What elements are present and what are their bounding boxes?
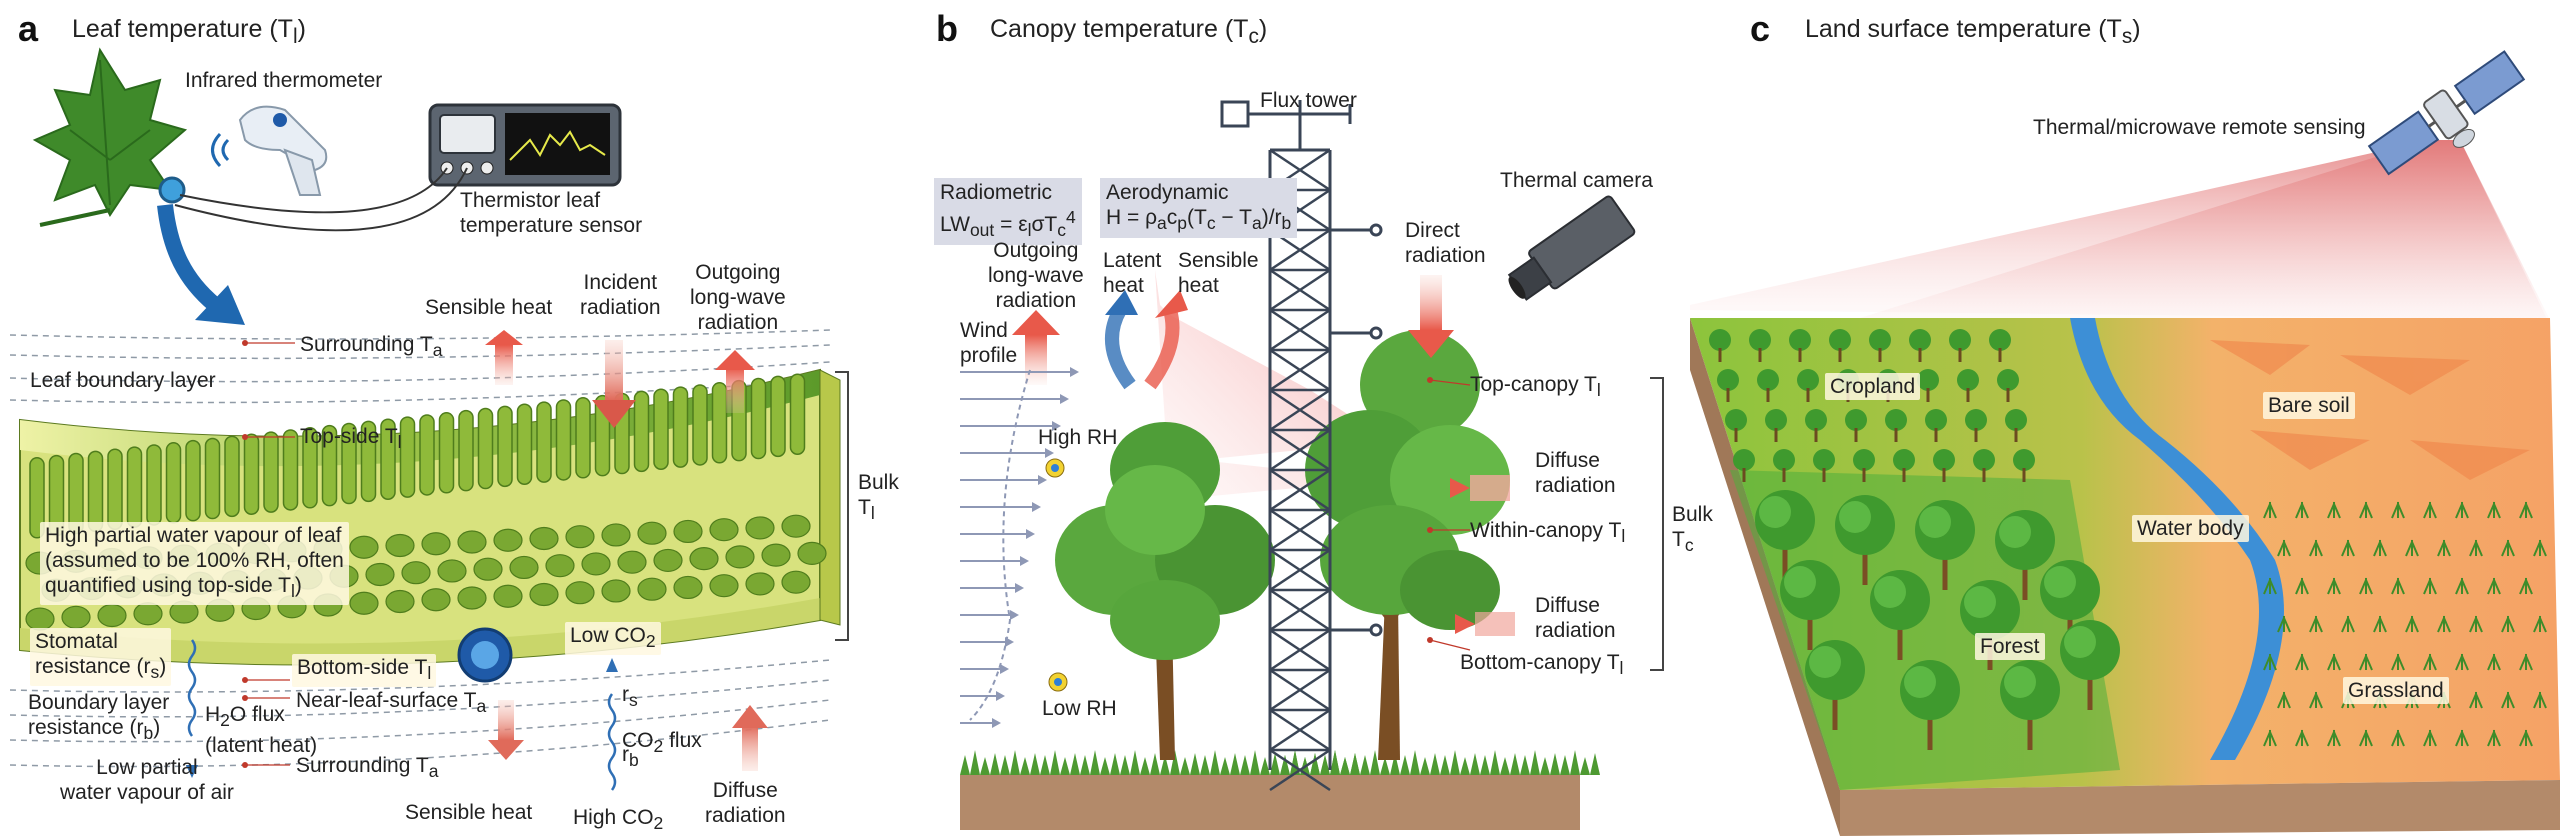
bulk-bracket-b (1650, 377, 1664, 671)
panel-c: c Land surface temperature (Ts) Thermal/… (1690, 0, 2560, 839)
wind-profile-arrows (960, 367, 1079, 728)
label-low-co2: Low CO2 (565, 622, 661, 656)
forest-trees (1755, 490, 2120, 750)
grassland-tufts (2263, 501, 2547, 747)
outgoing-longwave-arrow (726, 368, 744, 413)
panel-b-title: Canopy temperature (Tc) (990, 15, 1268, 48)
label-high-co2: High CO2 (573, 806, 664, 834)
label-co2-flux: CO2 flux (622, 729, 702, 757)
label-surrounding-top: Surrounding Ta (300, 333, 443, 361)
panel-letter-b: b (936, 8, 958, 49)
direct-radiation-arrow (1420, 275, 1442, 330)
incident-radiation-arrow (605, 340, 623, 400)
panel-a: a Leaf temperature (Tl) Infrared thermom… (0, 0, 930, 839)
co2-flux-arrow (607, 693, 617, 791)
panel-a-title: Leaf temperature (Tl) (72, 15, 306, 48)
diffuse-radiation-2-arrow (1455, 614, 1475, 634)
leaf-icon (32, 47, 188, 227)
label-high-partial: High partial water vapour of leaf(assume… (40, 522, 349, 606)
label-surrounding-bottom: Surrounding Ta (296, 754, 439, 782)
palisade-cells (29, 373, 806, 539)
panel-b: b Canopy temperature (Tc) Flux tower Rad… (930, 0, 1713, 839)
sensor-box-icon (428, 103, 622, 187)
label-flux-tower: Flux tower (1260, 89, 1357, 112)
sensor-clip-icon (158, 176, 186, 204)
label-water-body: Water body (2132, 515, 2249, 542)
bulk-bracket (835, 371, 849, 641)
infrared-thermometer-icon (211, 105, 328, 196)
label-infrared-thermometer: Infrared thermometer (185, 69, 383, 92)
outgoing-longwave-arrow (1025, 335, 1047, 385)
panel-letter-a: a (18, 8, 39, 49)
blue-arrow-icon (157, 204, 221, 312)
label-bottom-canopy: Bottom-canopy Tl (1460, 651, 1624, 679)
label-sensible-heat-top: Sensible heat (425, 296, 553, 319)
label-sensible-heat-bottom: Sensible heat (405, 801, 533, 824)
label-thermal-camera: Thermal camera (1500, 169, 1653, 192)
label-leaf-boundary-layer: Leaf boundary layer (30, 369, 216, 392)
tower-truss (1269, 148, 1331, 792)
label-bottom-side: Bottom-side Tl (292, 654, 437, 688)
tree-icon (1055, 422, 1275, 760)
soil-strip (960, 775, 1580, 830)
label-low-rh: Low RH (1042, 697, 1117, 720)
diffuse-radiation-1-arrow (1450, 478, 1470, 498)
tree-icon (1305, 330, 1510, 760)
label-forest: Forest (1975, 633, 2045, 660)
label-top-side: Top-side Tl (300, 425, 402, 453)
latent-heat-arrow (1105, 306, 1136, 390)
sensible-heat-bottom-arrow (498, 700, 514, 740)
satellite-icon (2367, 50, 2526, 176)
diffuse-radiation-arrow (742, 726, 758, 771)
label-near-leaf-surface: Near-leaf-surface Ta (296, 689, 487, 717)
label-rs: rs (622, 683, 638, 711)
cropland-plants (1709, 329, 2035, 482)
panel-letter-c: c (1750, 8, 1771, 49)
land-soil-edge (1840, 780, 2560, 836)
label-within-canopy: Within-canopy Tl (1470, 519, 1626, 547)
panel-c-illustration (1690, 50, 2560, 836)
panel-c-title: Land surface temperature (Ts) (1805, 15, 2141, 48)
boundary-layer-lines (9, 329, 831, 768)
sensible-heat-top-arrow (495, 345, 513, 385)
label-rb: rb (622, 743, 639, 771)
panel-b-illustration (960, 100, 1664, 830)
label-cropland: Cropland (1825, 373, 1921, 400)
h2o-flux-arrow (187, 639, 197, 737)
label-bare-soil: Bare soil (2263, 392, 2355, 419)
bare-soil-patches (2210, 340, 2530, 480)
thermal-camera-icon (1507, 195, 1636, 301)
label-h2o-flux: H2O flux(latent heat) (205, 703, 318, 758)
label-top-canopy: Top-canopy Tl (1470, 373, 1601, 401)
label-grassland: Grassland (2343, 677, 2449, 704)
sensible-heat-arrow (1144, 308, 1180, 390)
label-high-rh: High RH (1038, 426, 1118, 449)
label-remote-sensing: Thermal/microwave remote sensing (2033, 116, 2366, 139)
